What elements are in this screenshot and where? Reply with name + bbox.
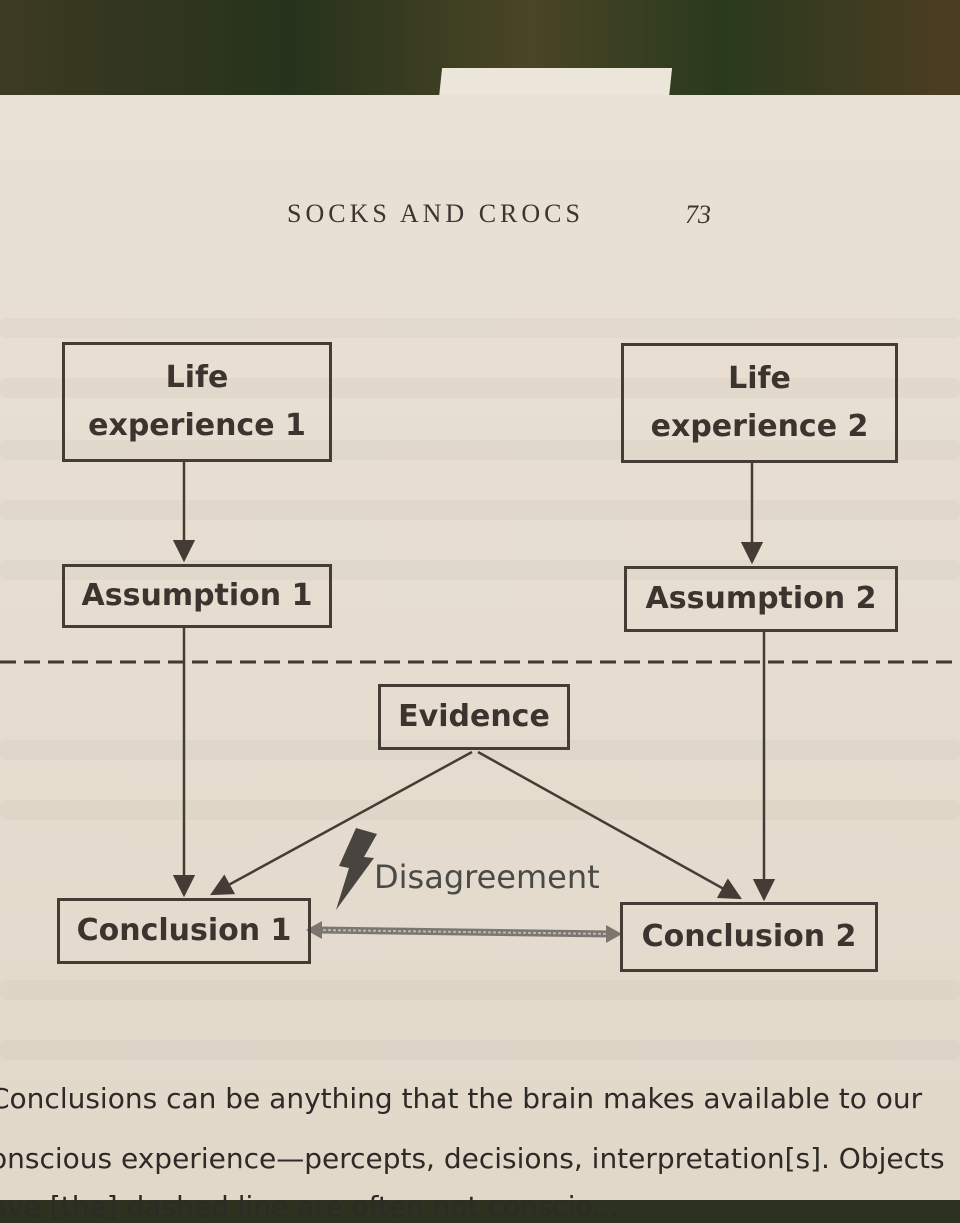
node-life-experience-1: Life experience 1 <box>62 342 332 462</box>
node-life-experience-2: Life experience 2 <box>621 343 898 463</box>
show-through-text <box>0 980 960 1000</box>
edge-evidence-conclusion1 <box>210 750 473 896</box>
show-through-text <box>0 440 960 460</box>
show-through-text <box>0 500 960 520</box>
body-line-1: Conclusions can be anything that the bra… <box>0 1082 923 1115</box>
book-page <box>0 95 960 1200</box>
show-through-text <box>0 318 960 338</box>
body-line-3: ave [the] dashed line are often not cons… <box>0 1190 619 1223</box>
show-through-text <box>0 800 960 820</box>
body-line-2: onscious experience—percepts, decisions,… <box>0 1142 945 1175</box>
node-assumption-1: Assumption 1 <box>62 564 332 628</box>
node-conclusion-1: Conclusion 1 <box>57 898 311 964</box>
edge-evidence-conclusion2 <box>477 750 742 900</box>
node-evidence: Evidence <box>378 684 570 750</box>
lightning-bolt-icon <box>336 828 377 910</box>
page-number: 73 <box>685 200 711 229</box>
show-through-text <box>0 378 960 398</box>
running-head: SOCKS AND CROCS <box>287 199 584 228</box>
disagreement-arrow <box>306 921 622 943</box>
disagreement-label: Disagreement <box>374 858 600 896</box>
node-conclusion-2: Conclusion 2 <box>620 902 878 972</box>
show-through-text <box>0 740 960 760</box>
show-through-text <box>0 1040 960 1060</box>
node-assumption-2: Assumption 2 <box>624 566 898 632</box>
